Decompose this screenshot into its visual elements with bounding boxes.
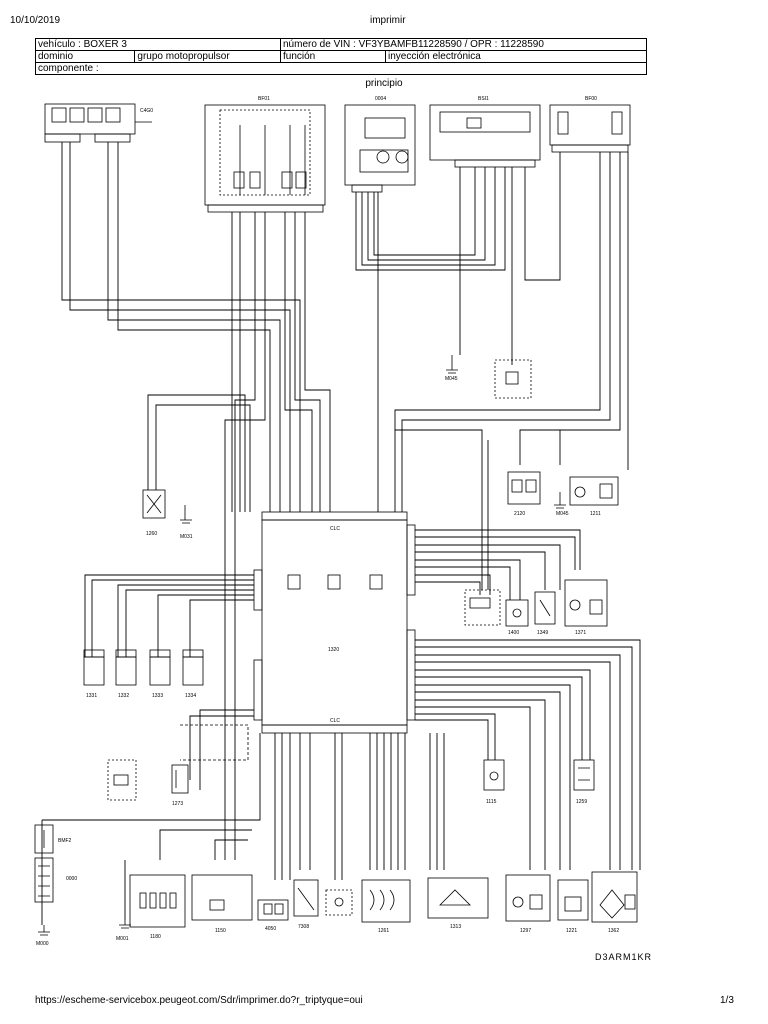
label-1371: 1371 xyxy=(575,630,586,636)
label-1313: 1313 xyxy=(450,924,461,930)
component-1313 xyxy=(427,877,489,919)
label-0000: 0000 xyxy=(66,876,77,882)
component-1400 xyxy=(505,599,529,627)
print-date: 10/10/2019 xyxy=(10,15,61,26)
label-1259: 1259 xyxy=(576,799,587,805)
document-reference: D3ARM1KR xyxy=(595,952,653,962)
dashed-shield xyxy=(180,724,249,761)
component-1297 xyxy=(505,874,551,922)
label-1297: 1297 xyxy=(520,928,531,934)
label-1331: 1331 xyxy=(86,693,97,699)
label-m031: M031 xyxy=(180,534,193,540)
component-1115 xyxy=(483,759,505,791)
ground-m000 xyxy=(38,925,50,936)
label-bf01: BF01 xyxy=(258,96,270,102)
component-dashed-bottom xyxy=(325,889,353,916)
label-2120: 2120 xyxy=(514,511,525,517)
injector-1333 xyxy=(149,649,171,686)
ground-m001 xyxy=(119,920,131,929)
component-1273 xyxy=(171,764,189,794)
label-1211: 1211 xyxy=(590,511,601,517)
component-1261 xyxy=(361,879,411,923)
label-1273: 1273 xyxy=(172,801,183,807)
label-1400: 1400 xyxy=(508,630,519,636)
label-7308: 7308 xyxy=(298,924,309,930)
label-1150: 1150 xyxy=(215,928,226,934)
component-7308 xyxy=(293,879,319,917)
label-1115: 1115 xyxy=(486,799,497,805)
page-number: 1/3 xyxy=(720,995,734,1006)
footer-url: https://escheme-servicebox.peugeot.com/S… xyxy=(35,995,363,1006)
section-title: principio xyxy=(365,78,403,89)
ground-m031 xyxy=(180,505,192,524)
battery-0000 xyxy=(34,857,54,903)
label-m000: M000 xyxy=(36,941,49,947)
component-2120 xyxy=(507,471,541,505)
label-bmf2: BMF2 xyxy=(58,838,72,844)
component-dashed-left xyxy=(107,759,137,801)
component-1211 xyxy=(569,476,619,506)
component-1349 xyxy=(534,591,556,625)
label-1180: 1180 xyxy=(150,934,161,940)
wiring-harness xyxy=(41,142,641,925)
label-1260: 1260 xyxy=(146,531,157,537)
label-1333: 1333 xyxy=(152,693,163,699)
injector-1331 xyxy=(83,649,105,686)
label-4050: 4050 xyxy=(265,926,276,932)
component-1221 xyxy=(557,879,589,921)
injector-1332 xyxy=(115,649,137,686)
label-m001: M001 xyxy=(116,936,129,942)
component-4050 xyxy=(257,899,289,921)
component-c4g0 xyxy=(44,103,152,143)
component-bmf2 xyxy=(34,824,54,854)
ground-m045-top xyxy=(446,355,458,374)
component-0004 xyxy=(344,104,416,193)
component-bf00 xyxy=(549,104,631,153)
component-1362 xyxy=(591,871,638,923)
label-ecu-top: CLC xyxy=(330,526,340,532)
component-1260 xyxy=(142,489,166,519)
label-0004: 0004 xyxy=(375,96,386,102)
component-bsi1 xyxy=(429,104,541,168)
injector-1334 xyxy=(182,649,204,686)
ground-m045-right xyxy=(554,492,566,509)
component-dashed-top xyxy=(494,359,532,399)
label-1221: 1221 xyxy=(566,928,577,934)
metadata-table: vehículo : BOXER 3 número de VIN : VF3YB… xyxy=(34,38,647,75)
label-1362: 1362 xyxy=(608,928,619,934)
component-1180 xyxy=(129,874,186,928)
component-cell: componente : xyxy=(35,62,647,75)
component-1150 xyxy=(191,874,253,921)
label-1332: 1332 xyxy=(118,693,129,699)
label-ecu: 1320 xyxy=(328,647,339,653)
label-bsi1: BSI1 xyxy=(478,96,489,102)
label-m045-top: M045 xyxy=(445,376,458,382)
component-1371 xyxy=(564,579,608,627)
label-bf00: BF00 xyxy=(585,96,597,102)
component-bf01 xyxy=(204,104,326,213)
label-ecu-bottom: CLC xyxy=(330,718,340,724)
label-m045-right: M045 xyxy=(556,511,569,517)
label-1334: 1334 xyxy=(185,693,196,699)
label-1261: 1261 xyxy=(378,928,389,934)
ecu-1320 xyxy=(253,511,416,734)
component-dashed-right xyxy=(464,589,501,626)
label-1349: 1349 xyxy=(537,630,548,636)
print-title: imprimir xyxy=(370,15,406,26)
label-c4g0: C4G0 xyxy=(140,108,153,114)
component-1259 xyxy=(573,759,595,791)
